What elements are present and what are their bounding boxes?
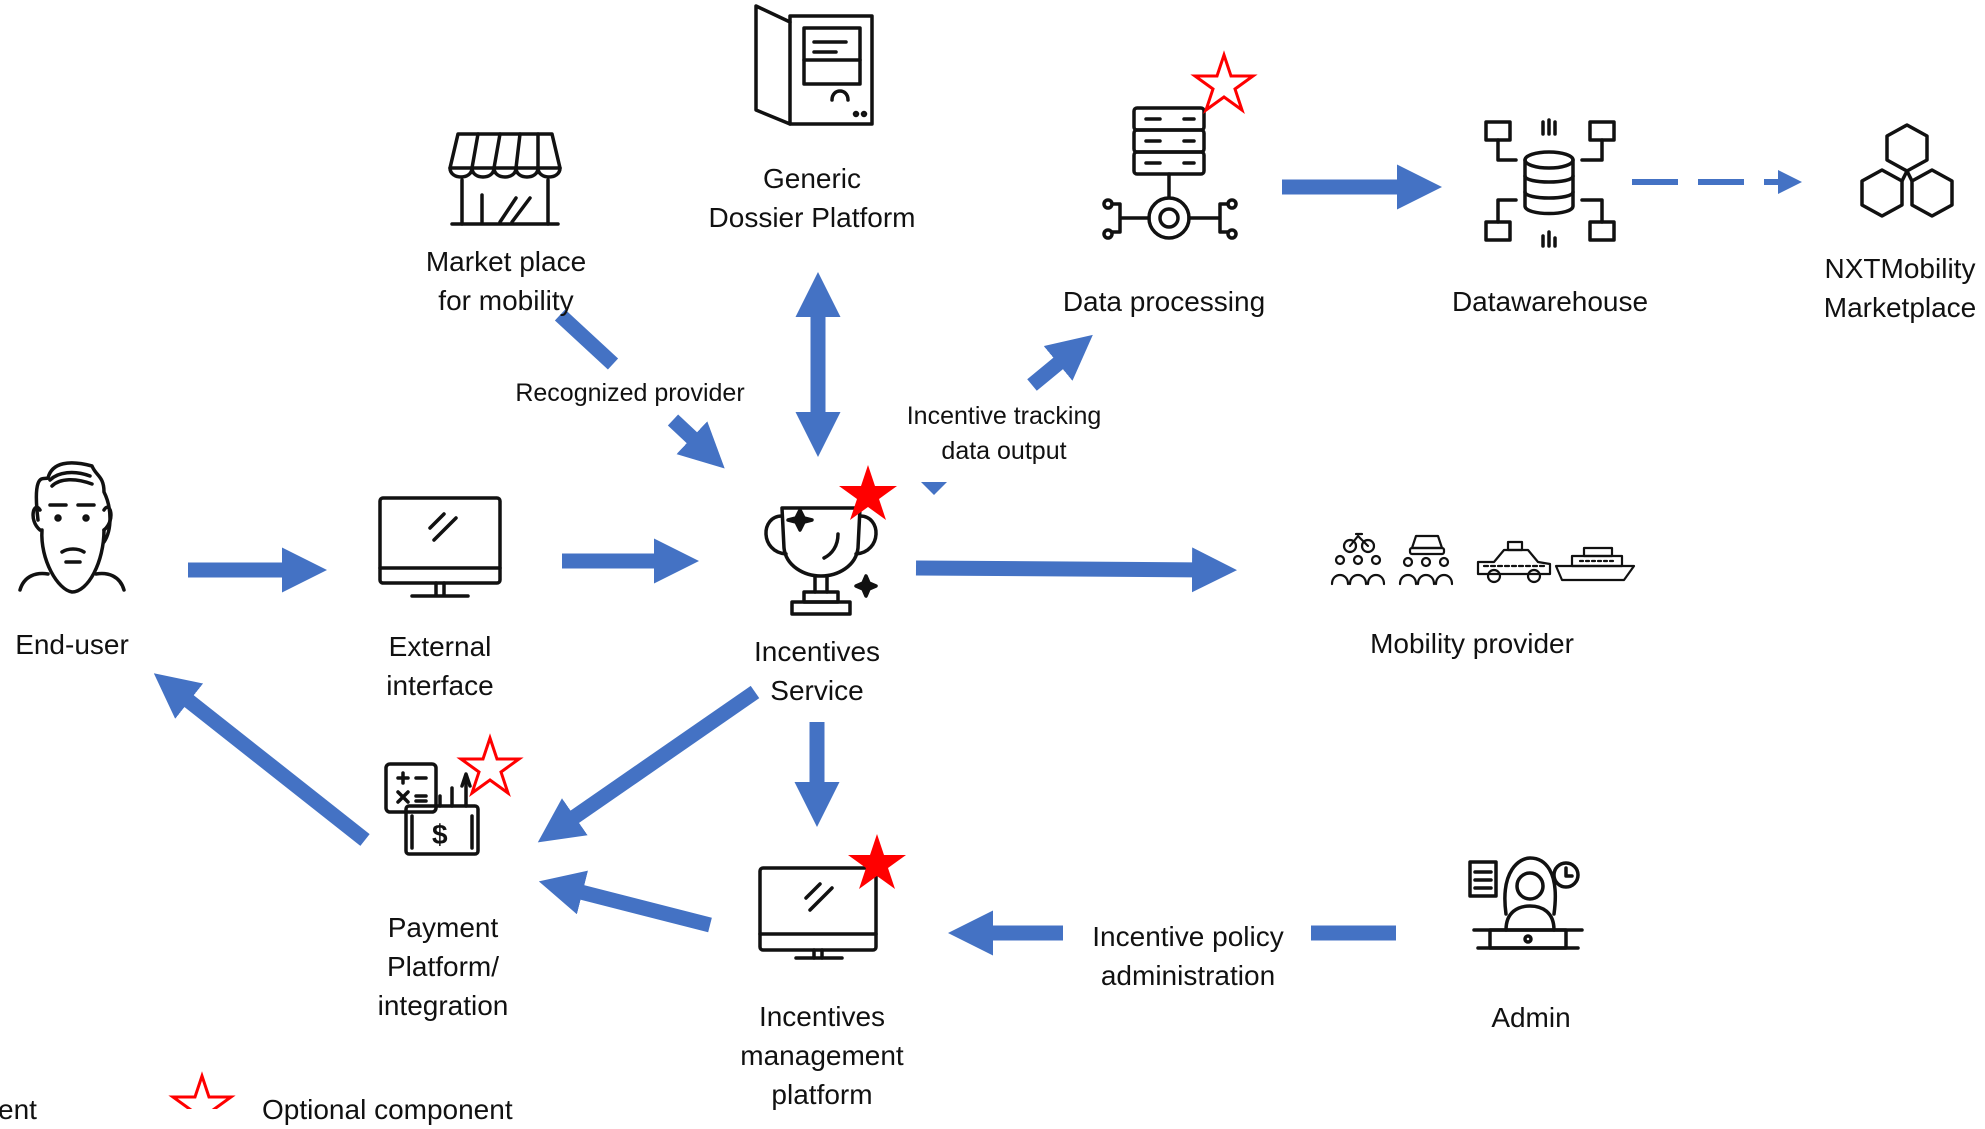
taxi-icon (1476, 540, 1552, 584)
required-star-icon (848, 834, 906, 889)
admin-woman-desk-icon (1468, 856, 1584, 950)
legend-optional-star-icon (168, 1071, 236, 1109)
label-line: Dossier Platform (708, 202, 916, 233)
car-crowd-icon (1398, 534, 1454, 586)
folder-document-icon (754, 4, 874, 126)
label-line: Incentive policy (1092, 921, 1284, 952)
database-network-icon (1484, 118, 1616, 248)
label-external-interface: External interface (386, 627, 493, 705)
trophy-icon (764, 506, 878, 616)
arrow-incentives-to-mobility (915, 547, 1237, 593)
arrow-marketplace-to-incentives-a (554, 309, 619, 370)
optional-star-icon (456, 733, 524, 797)
monitor-icon (758, 866, 878, 960)
arrow-marketplace-to-incentives-b (667, 414, 725, 469)
bike-crowd-icon (1330, 532, 1386, 586)
label-line: administration (1100, 960, 1276, 991)
arrow-payment-to-enduser (153, 673, 370, 846)
server-gear-icon (1102, 106, 1238, 240)
arrow-tracking-tail (921, 482, 947, 495)
calculator-money-icon: $ (384, 762, 480, 856)
arrow-incentives-to-payment (537, 685, 760, 843)
edge-label-incentive-policy: Incentive policy administration (1092, 917, 1283, 995)
label-generic-dossier: Generic Dossier Platform (709, 159, 916, 237)
label-payment-platform: Payment Platform/ integration (378, 908, 509, 1025)
hexagon-cluster-icon (1860, 123, 1954, 218)
label-line: data output (941, 437, 1067, 465)
label-incentives-service: Incentives Service (754, 632, 880, 710)
label-line: Payment (387, 912, 499, 943)
legend-required-label: ent (0, 1094, 37, 1125)
edge-label-recognized-provider: Recognized provider (515, 376, 745, 411)
label-line: Incentives (753, 636, 881, 667)
sparkle-icon (786, 508, 814, 532)
edge-label-incentive-tracking: Incentive tracking data output (906, 399, 1102, 469)
label-line: integration (377, 990, 509, 1021)
legend-optional-label: Optional component (262, 1094, 513, 1125)
svg-text:$: $ (432, 819, 448, 850)
bearded-man-icon (18, 461, 126, 594)
label-line: NXTMobility (1824, 253, 1976, 284)
label-mobility-provider: Mobility provider (1370, 628, 1574, 659)
monitor-icon (378, 496, 502, 598)
label-admin: Admin (1491, 1002, 1571, 1033)
label-end-user: End-user (15, 629, 129, 660)
label-market-place: Market place for mobility (426, 242, 586, 320)
arrow-incentives-to-dataprocessing (1027, 334, 1093, 391)
label-line: Incentive tracking (906, 402, 1102, 430)
label-line: Marketplace (1823, 292, 1977, 323)
label-line: Market place (425, 246, 587, 277)
label-datawarehouse: Datawarehouse (1451, 286, 1649, 317)
label-data-processing: Data processing (1062, 286, 1266, 317)
label-line: platform (771, 1079, 873, 1110)
label-line: management (740, 1040, 904, 1071)
sparkle-icon (854, 574, 878, 598)
label-nxtmobility: NXTMobility Marketplace (1824, 249, 1977, 327)
label-line: Generic (762, 163, 862, 194)
arrow-management-to-payment (538, 870, 712, 933)
ship-icon (1554, 546, 1636, 582)
optional-star-icon (1190, 50, 1258, 114)
label-line: for mobility (438, 285, 574, 316)
storefront-icon (448, 132, 562, 226)
required-star-icon (839, 465, 897, 520)
label-line: interface (386, 670, 494, 701)
label-line: Service (770, 675, 864, 706)
label-line: External (388, 631, 492, 662)
label-line: Incentives (758, 1001, 886, 1032)
label-line: Platform/ (386, 951, 500, 982)
label-incentives-management: Incentives management platform (740, 997, 903, 1114)
